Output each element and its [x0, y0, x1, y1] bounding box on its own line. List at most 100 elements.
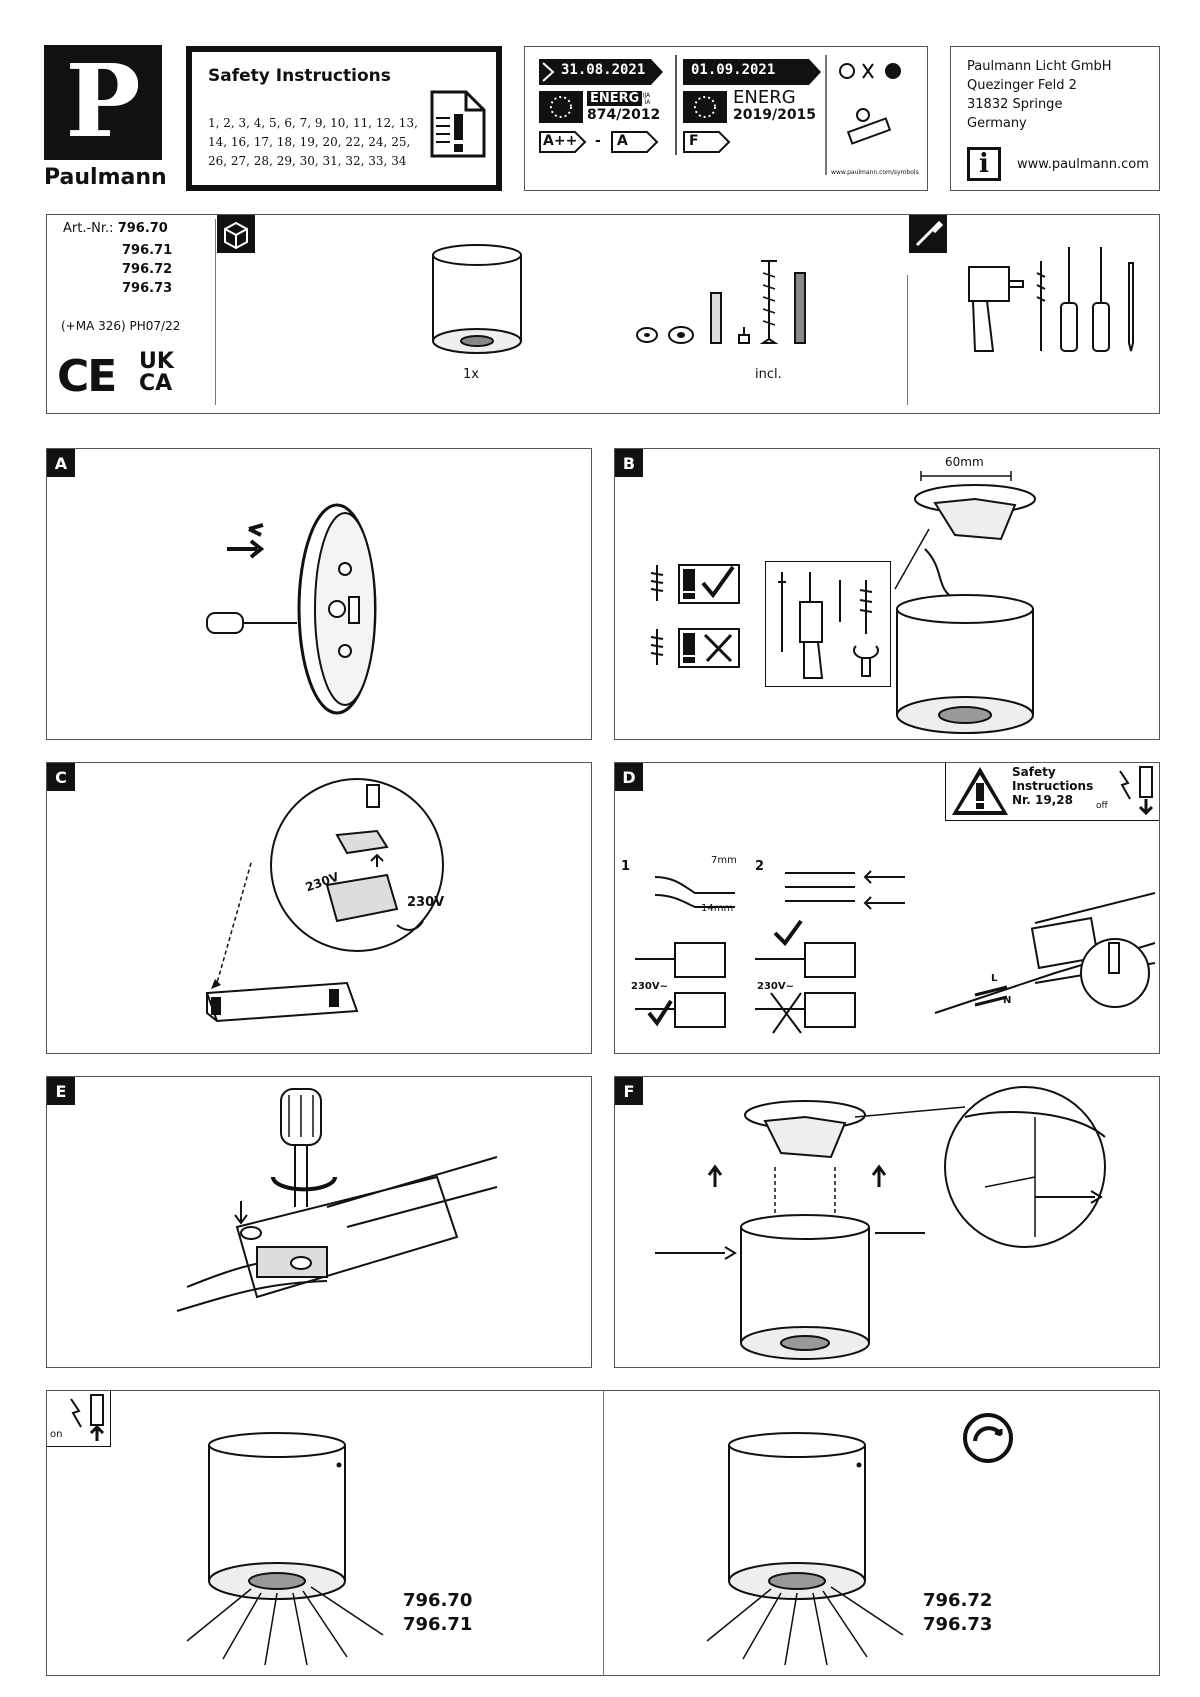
power-on-label: on	[50, 1429, 63, 1440]
date-old: 31.08.2021	[561, 62, 646, 78]
step-panel-c: C 230V 230V	[46, 762, 592, 1054]
divider	[675, 55, 677, 155]
panel-letter-d: D	[615, 763, 643, 791]
step-panel-e: E	[46, 1076, 592, 1368]
power-off-label: off	[1096, 801, 1108, 811]
dimmer-icon	[963, 1413, 1013, 1463]
cable-clamp-screwdriver-illustration	[176, 1088, 498, 1312]
safety-warning-box: Safety Instructions Nr. 19,28 off	[945, 763, 1159, 821]
step-panel-f: F	[614, 1076, 1160, 1368]
knockout-base-illustration	[206, 503, 377, 715]
class-new: F	[689, 133, 699, 149]
drill-instruction-box	[765, 561, 891, 687]
class-arrow-f	[683, 131, 731, 153]
driver-connection-illustration	[934, 892, 1156, 1014]
symbols-icon	[839, 63, 901, 79]
class-old-to: A	[617, 133, 628, 149]
safety-warning-text: Safety Instructions Nr. 19,28	[1012, 765, 1094, 807]
ceiling-plate-illustration	[914, 484, 1036, 541]
voltage-label-b: 230V~	[757, 981, 794, 992]
qty-label: 1x	[463, 367, 479, 382]
step-2-label: 2	[755, 859, 765, 874]
wire-l-label: L	[991, 973, 998, 984]
cable-stripping-illustration	[635, 870, 905, 1034]
tools-icon	[909, 215, 947, 253]
bulb-socket-icon	[846, 108, 892, 145]
panel-letter-c: C	[47, 763, 75, 791]
company-website[interactable]: www.paulmann.com	[1017, 157, 1149, 172]
brand-name: Paulmann	[44, 165, 167, 190]
driver-illustration	[205, 862, 359, 1023]
energy-label-old: ENERG	[587, 91, 643, 106]
class-old-from: A++	[543, 133, 578, 149]
class-dash: -	[595, 133, 601, 149]
article-numbers-rest: 796.71 796.72 796.73	[122, 243, 173, 296]
supply-voltage-label: 230V	[407, 895, 445, 910]
symbols-url: www.paulmann.com/symbols	[831, 169, 919, 176]
energy-label-box: 31.08.2021 01.09.2021 ENERG Y IJA IE IA …	[524, 46, 928, 191]
article-ref: (+MA 326) PH07/22	[61, 319, 181, 333]
company-address: Paulmann Licht GmbH Quezinger Feld 2 318…	[967, 59, 1112, 131]
luminaire-lit-right	[706, 1432, 904, 1666]
ce-mark: CE	[57, 351, 117, 402]
power-on-box: on	[47, 1391, 111, 1447]
dimension-60mm: 60mm	[945, 455, 984, 469]
class-arrow-a	[611, 131, 659, 153]
required-tools-illustration	[968, 247, 1134, 352]
divider	[825, 55, 827, 175]
strip-length-14mm: 14mm	[701, 903, 734, 914]
article-numbers: Art.-Nr.: 796.70	[63, 221, 168, 236]
document-warning-icon	[430, 90, 486, 158]
included-label: incl.	[755, 367, 782, 382]
warning-triangle-icon	[952, 767, 1008, 815]
strip-length-7mm: 7mm	[711, 855, 737, 866]
divider	[603, 1391, 604, 1675]
panel-letter-a: A	[47, 449, 75, 477]
step-panel-d: D Safety Instructions Nr. 19,28 off 1 2 …	[614, 762, 1160, 1054]
paulmann-logo: P Paulmann	[44, 45, 167, 190]
power-on-icon	[70, 1394, 105, 1441]
divider	[907, 275, 908, 405]
panel-letter-e: E	[47, 1077, 75, 1105]
step-1-label: 1	[621, 859, 631, 874]
panel-letter-f: F	[615, 1077, 643, 1105]
arrow-old-date	[539, 59, 663, 85]
dimension-line	[920, 471, 1012, 481]
eu-flag-icon	[539, 91, 583, 123]
energy-reg-old: 874/2012	[587, 107, 661, 123]
date-new: 01.09.2021	[691, 62, 776, 78]
power-off-icon	[1119, 766, 1154, 816]
wire-n-label: N	[1003, 995, 1012, 1006]
arrow-new-date	[683, 59, 821, 85]
ukca-mark: UK CA	[139, 349, 174, 396]
voltage-label-a: 230V~	[631, 981, 668, 992]
mounting-hardware-illustration	[636, 260, 806, 344]
luminaire-mount-illustration	[655, 1086, 1106, 1360]
package-contents: Art.-Nr.: 796.70 796.71 796.72 796.73 (+…	[46, 214, 1160, 414]
luminaire-illustration	[432, 244, 522, 354]
energy-label-new: ENERG	[733, 87, 796, 108]
warning-screw-ok-icon	[650, 564, 740, 604]
warning-screw-not-ok-icon	[650, 628, 740, 668]
logo-letter: P	[44, 45, 162, 160]
safety-title: Safety Instructions	[208, 66, 391, 86]
company-box: Paulmann Licht GmbH Quezinger Feld 2 318…	[950, 46, 1160, 191]
energy-label-old-sub: Y IJA IE IA	[637, 92, 651, 106]
eu-flag-icon-new	[683, 91, 727, 123]
left-article-numbers: 796.70 796.71	[403, 1590, 473, 1635]
step-panel-b: B 60mm	[614, 448, 1160, 740]
package-icon	[217, 215, 255, 253]
terminal-detail-circle	[270, 778, 444, 952]
safety-numbers: 1, 2, 3, 4, 5, 6, 7, 9, 10, 11, 12, 13, …	[208, 116, 418, 168]
step-panel-a: A	[46, 448, 592, 740]
final-result-panel: on 796.70 796.71 796.72 796.73	[46, 1390, 1160, 1676]
panel-letter-b: B	[615, 449, 643, 477]
info-icon: i	[967, 147, 1001, 181]
energy-reg-new: 2019/2015	[733, 107, 817, 123]
luminaire-lit-left	[186, 1432, 384, 1666]
class-arrow-a-plus	[539, 131, 587, 153]
safety-instructions-box: Safety Instructions 1, 2, 3, 4, 5, 6, 7,…	[186, 46, 502, 191]
luminaire-body-illustration	[894, 528, 1034, 734]
divider	[215, 219, 216, 405]
right-article-numbers: 796.72 796.73	[923, 1590, 993, 1635]
